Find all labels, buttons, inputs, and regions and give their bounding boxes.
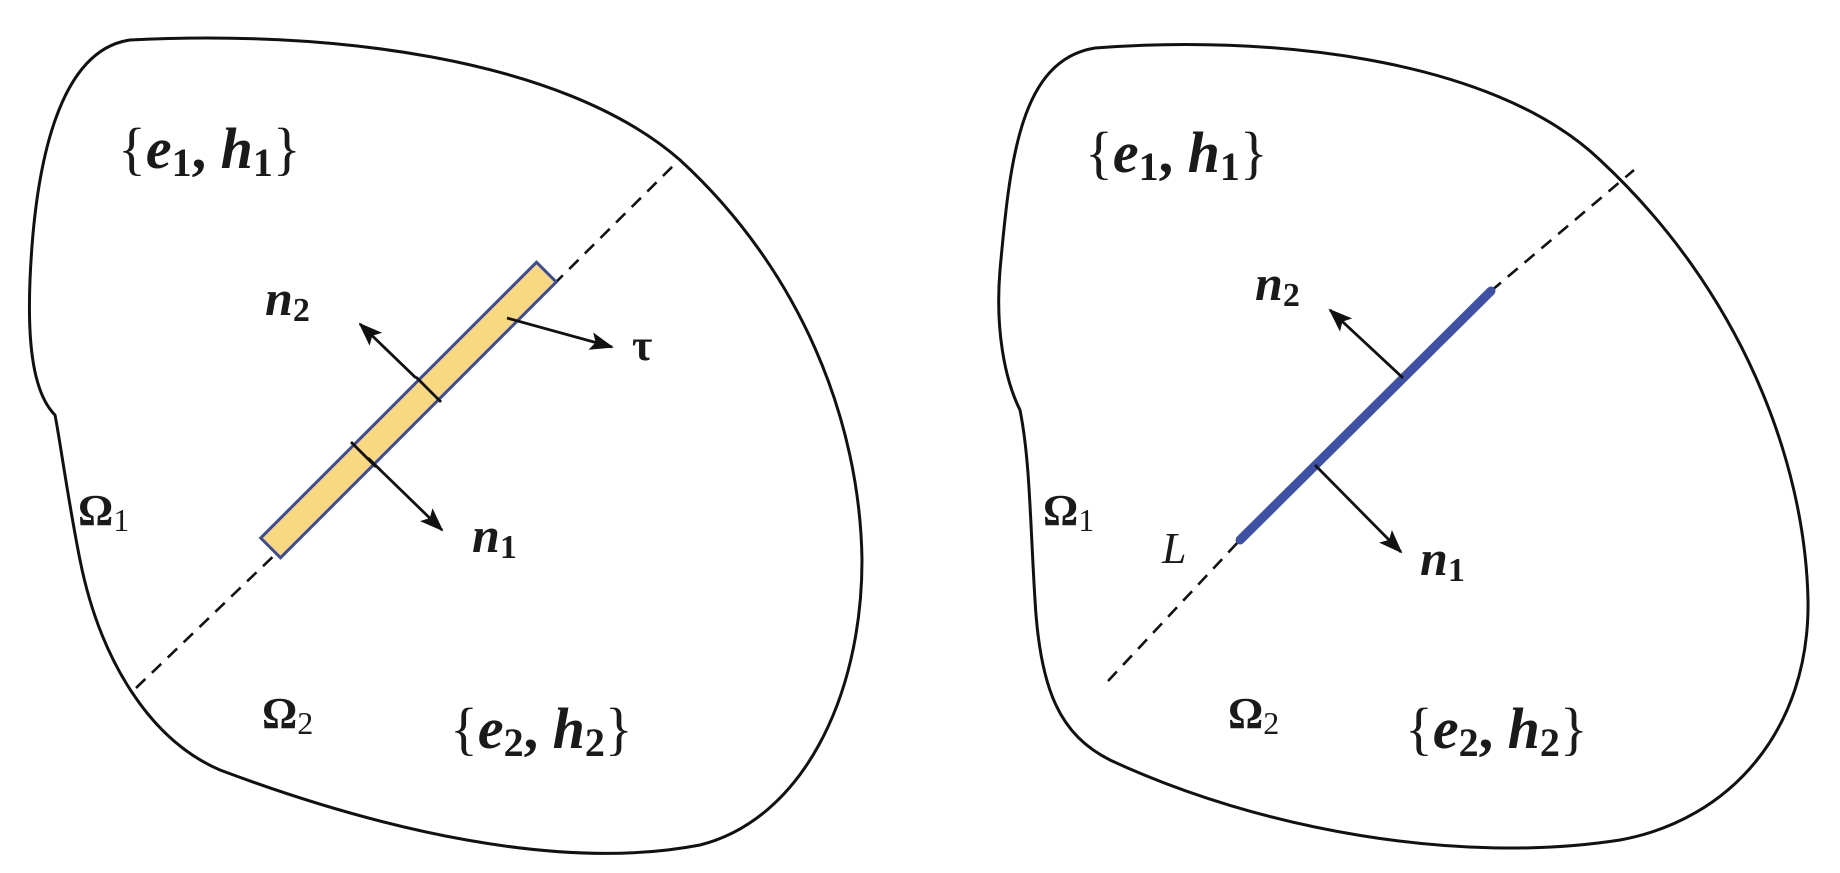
left-field-top: {e1, h1} [118,116,301,185]
left-tick-upper [415,376,442,403]
left-tangent-arrow [506,316,614,350]
left-interface-dashed-line [135,162,677,689]
right-crack-line [1235,286,1496,545]
right-field-bottom: {e2, h2} [1405,696,1588,765]
left-panel: {e1, h1} {e2, h2} Ω1 Ω2 n2 n1 τ [27,36,864,855]
left-normal-n1-arrow [367,456,444,532]
right-region-omega1: Ω1 [1043,486,1094,538]
right-normal-n1-label: n1 [1420,530,1465,589]
right-normal-n2-arrow [1328,308,1404,380]
left-normal-n1-label: n1 [472,507,517,566]
right-normal-n2-label: n2 [1255,255,1300,314]
right-normal-n1-arrow [1314,464,1403,554]
left-normal-n2-label: n2 [265,270,310,329]
left-region-omega1: Ω1 [78,486,129,538]
right-domain-boundary [997,42,1810,850]
left-field-bottom: {e2, h2} [450,696,633,765]
right-field-top: {e1, h1} [1085,120,1268,189]
right-interface-dashed-line [1107,169,1635,682]
left-region-omega2: Ω2 [262,689,313,741]
right-crack-label: L [1161,524,1186,573]
left-tangent-label: τ [632,321,652,370]
left-domain-boundary [27,36,864,855]
left-inclusion-strip [258,260,559,560]
right-region-omega2: Ω2 [1228,689,1279,741]
right-panel: {e1, h1} {e2, h2} Ω1 Ω2 n2 n1 L [997,42,1810,850]
left-normal-n2-arrow [358,322,417,380]
